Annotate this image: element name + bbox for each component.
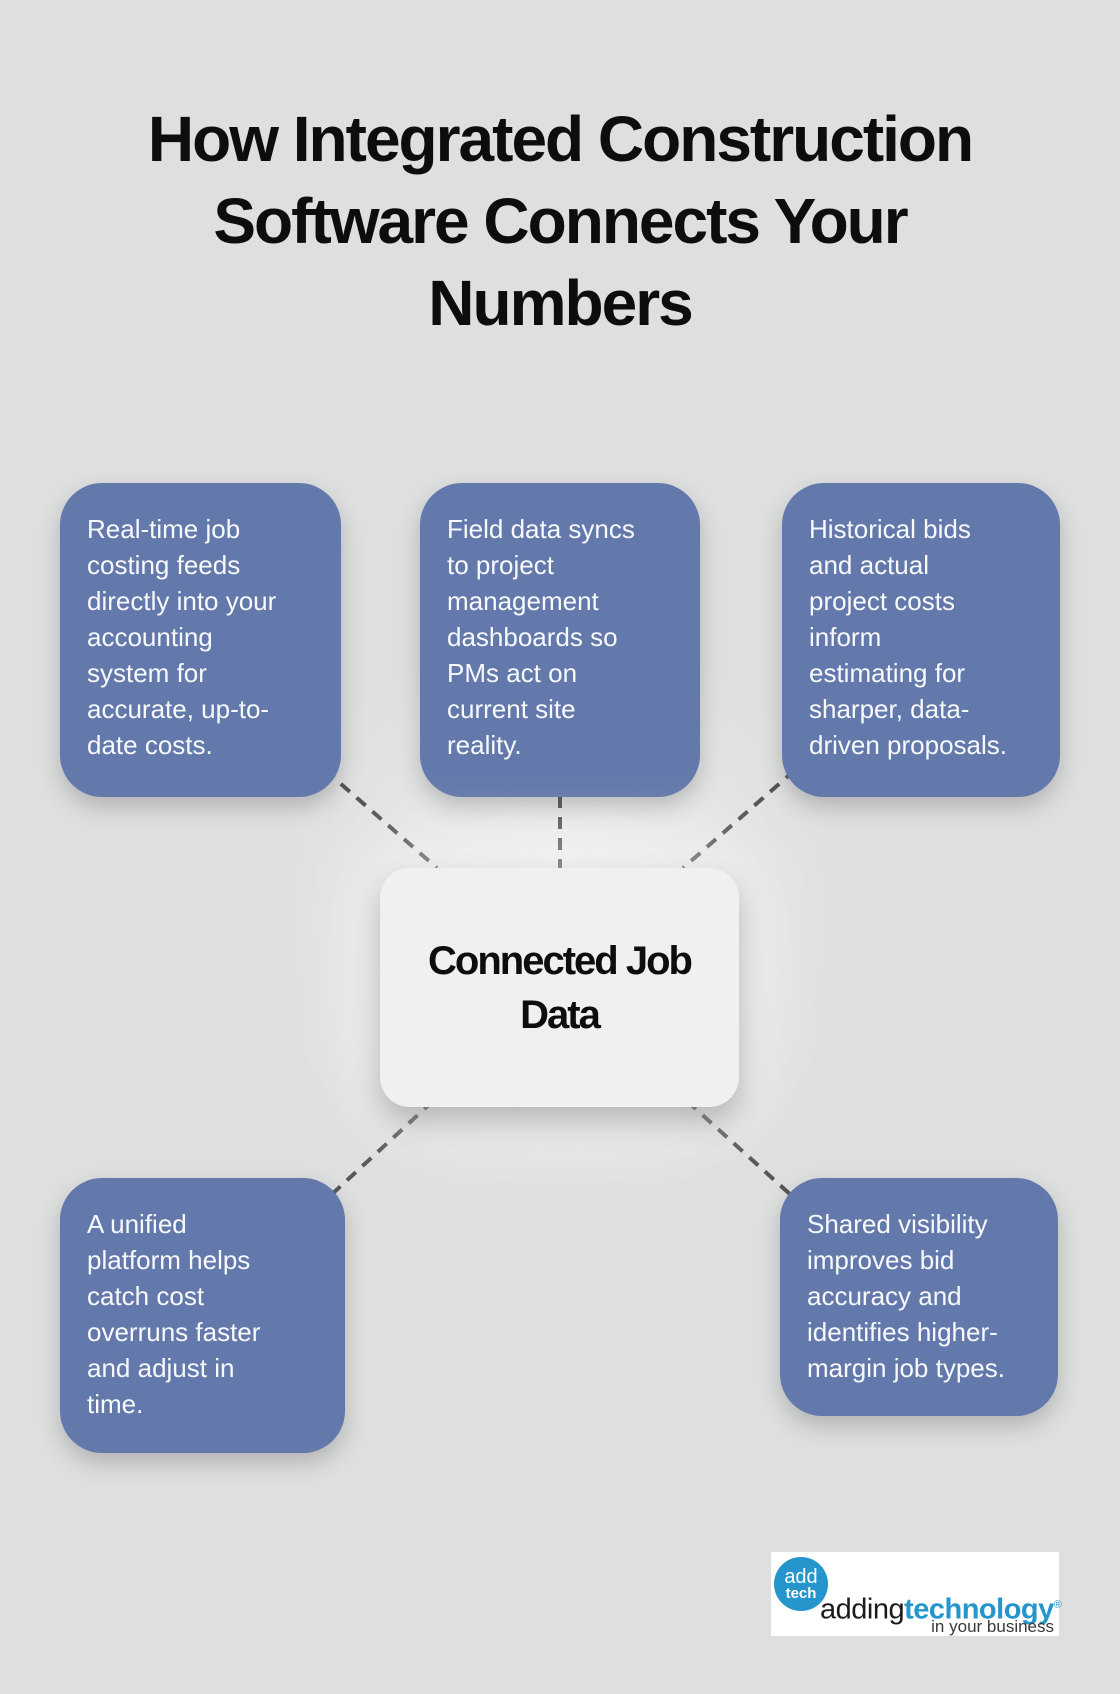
text-line: Connected Job bbox=[428, 938, 693, 983]
text-line: Numbers bbox=[428, 267, 693, 339]
connector-top-left bbox=[323, 768, 439, 870]
node-text-top-right: Historical bids and actual project costs in… bbox=[809, 511, 1040, 763]
text-line: PMs act on bbox=[447, 658, 578, 688]
text-line: driven proposals. bbox=[809, 730, 1007, 760]
node-box-top-left: Real-time job costing feeds directly into … bbox=[60, 483, 341, 797]
node-box-bottom-left: A unified platform helps catch cost overrun… bbox=[60, 1178, 345, 1453]
text-line: How Integrated Construction bbox=[147, 103, 974, 175]
text-line: accurate, up-to- bbox=[87, 694, 270, 724]
text-line: Software Connects Your bbox=[213, 185, 908, 257]
text-line: estimating for bbox=[809, 658, 966, 688]
text-line: system for bbox=[87, 658, 207, 688]
text-line: platform helps bbox=[87, 1245, 251, 1275]
text-line: reality. bbox=[447, 730, 522, 760]
text-line: catch cost bbox=[87, 1281, 205, 1311]
text-line: A unified bbox=[87, 1209, 187, 1239]
text-line: to project bbox=[447, 550, 554, 580]
text-line: Historical bids bbox=[809, 514, 971, 544]
text-line: dashboards so bbox=[447, 622, 618, 652]
logo-circle-add: add bbox=[784, 1565, 818, 1588]
text-line: costing feeds bbox=[87, 550, 241, 580]
text-line: directly into your bbox=[87, 586, 277, 616]
text-line: project costs bbox=[809, 586, 955, 616]
brand-logo: add tech addingtechnology® in your busin… bbox=[771, 1552, 1062, 1636]
text-line: Field data syncs bbox=[447, 514, 635, 544]
text-line: current site bbox=[447, 694, 576, 724]
node-box-top-right: Historical bids and actual project costs in… bbox=[782, 483, 1060, 797]
node-box-top-middle: Field data syncs to project management dash… bbox=[420, 483, 700, 797]
text-line: improves bid bbox=[807, 1245, 955, 1275]
text-line: accuracy and bbox=[807, 1281, 962, 1311]
node-text-bottom-right: Shared visibility improves bid accuracy an… bbox=[807, 1206, 1038, 1386]
text-line: inform bbox=[809, 622, 882, 652]
logo-circle-tech: tech bbox=[785, 1584, 817, 1602]
node-text-top-left: Real-time job costing feeds directly into … bbox=[87, 511, 321, 763]
text-line: Data bbox=[520, 992, 601, 1037]
node-box-bottom-right: Shared visibility improves bid accuracy an… bbox=[780, 1178, 1058, 1416]
text-line: identifies higher- bbox=[807, 1317, 998, 1347]
text-line: time. bbox=[87, 1389, 144, 1419]
text-line: and actual bbox=[809, 550, 929, 580]
connector-bottom-right bbox=[685, 1099, 794, 1198]
text-line: date costs. bbox=[87, 730, 213, 760]
text-line: Real-time job bbox=[87, 514, 241, 544]
text-line: margin job types. bbox=[807, 1353, 1005, 1383]
text-line: management bbox=[447, 586, 599, 616]
text-line: sharper, data- bbox=[809, 694, 970, 724]
addtech-circle-icon: add tech bbox=[774, 1557, 828, 1611]
registered-mark-icon: ® bbox=[1053, 1599, 1062, 1611]
logo-word-adding: adding bbox=[820, 1593, 905, 1626]
logo-tagline: in your business bbox=[931, 1617, 1054, 1636]
text-line: and adjust in bbox=[87, 1353, 235, 1383]
text-line: accounting bbox=[87, 622, 213, 652]
logo-word-technology: technology bbox=[904, 1593, 1054, 1626]
text-line: overruns faster bbox=[87, 1317, 261, 1347]
node-text-top-middle: Field data syncs to project management dash… bbox=[447, 511, 680, 763]
text-line: Shared visibility bbox=[807, 1209, 988, 1239]
node-text-bottom-left: A unified platform helps catch cost overrun… bbox=[87, 1206, 325, 1422]
logo-wordmark: addingtechnology® bbox=[820, 1591, 1062, 1626]
connector-bottom-left bbox=[328, 1099, 435, 1198]
connector-top-right bbox=[681, 768, 797, 870]
